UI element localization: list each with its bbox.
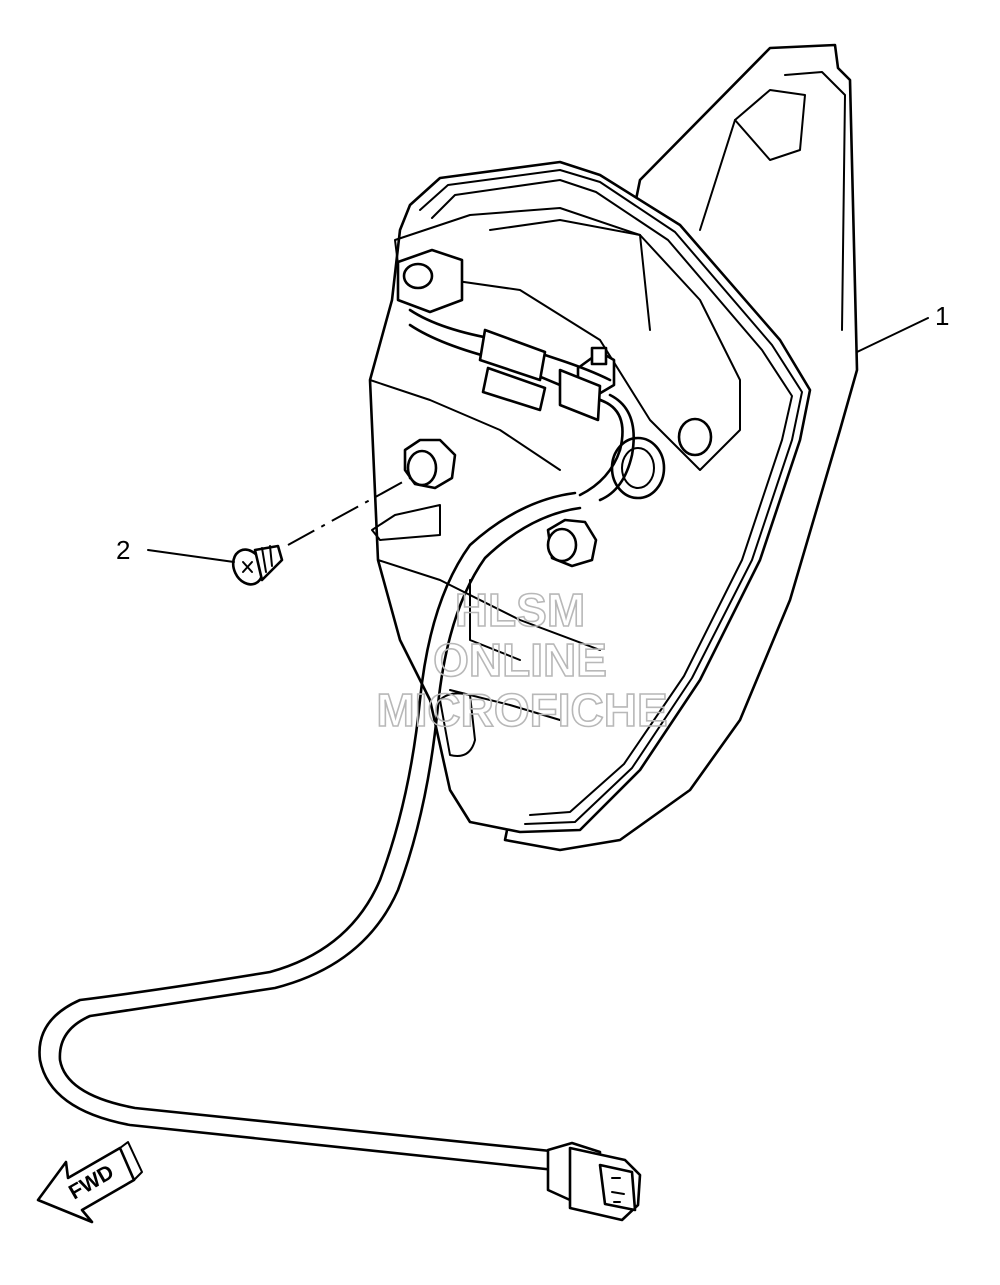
wire-harness bbox=[38, 308, 642, 1222]
part-2-screw bbox=[231, 544, 284, 586]
part-1-housing bbox=[368, 43, 859, 852]
callout-2: 2 bbox=[116, 535, 235, 565]
watermark-line-3: MICROFICHE bbox=[376, 684, 667, 736]
watermark: HLSM ONLINE MICROFICHE bbox=[376, 583, 669, 737]
watermark-line-1: HLSM bbox=[455, 584, 585, 636]
callout-1: 1 bbox=[856, 301, 949, 353]
callout-2-label: 2 bbox=[116, 535, 130, 565]
fwd-direction-arrow: FWD bbox=[36, 1141, 143, 1224]
connector-plug bbox=[546, 1141, 642, 1222]
assembly-line bbox=[287, 477, 411, 546]
callout-1-label: 1 bbox=[935, 301, 949, 331]
watermark-line-2: ONLINE bbox=[433, 634, 607, 686]
